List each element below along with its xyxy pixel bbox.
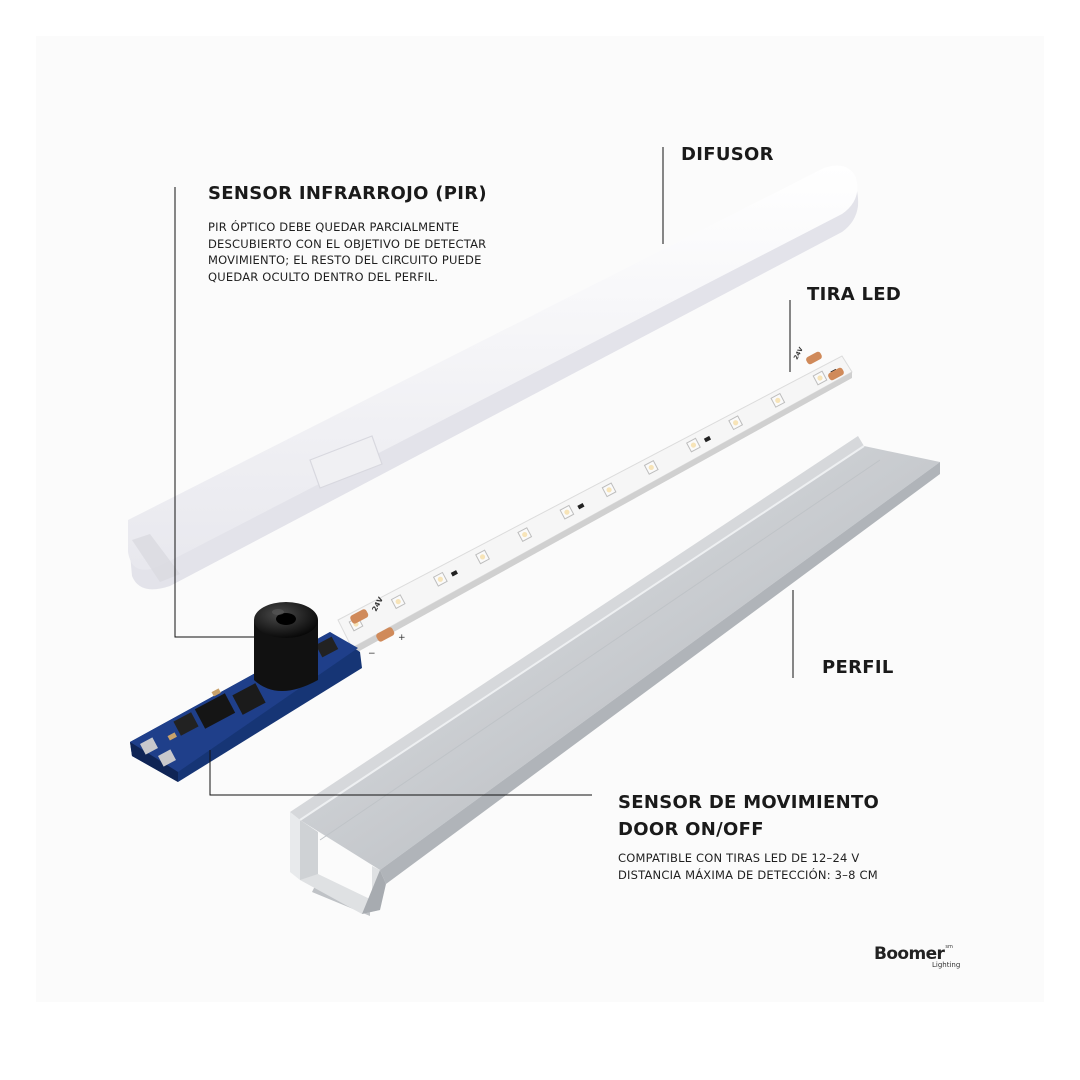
mov-desc-line: COMPATIBLE CON TIRAS LED DE 12–24 V [618,851,860,865]
led-emitter [817,375,823,381]
sensor-mov-title-line: SENSOR DE MOVIMIENTO [618,792,880,813]
brand-name: Boomer [874,944,945,964]
callout-line-pir [174,187,263,638]
diffuser [128,165,859,590]
led-emitter [606,487,612,493]
aluminum-profile [290,436,940,916]
label-perfil: PERFIL [822,657,894,678]
led-emitter [395,599,401,605]
sensor-mov-description: COMPATIBLE CON TIRAS LED DE 12–24 V DIST… [618,850,938,883]
pir-sensor [254,602,318,691]
label-sensor-mov-title: SENSOR DE MOVIMIENTO DOOR ON/OFF [618,789,879,843]
brand-logo: Boomersm Lighting [874,944,960,969]
label-tira-led: TIRA LED [807,284,902,305]
sensor-pir-description: PIR ÓPTICO DEBE QUEDAR PARCIALMENTE DESC… [208,219,528,285]
brand-sub: Lighting [932,961,961,969]
mov-desc-line: DISTANCIA MÁXIMA DE DETECCIÓN: 3–8 CM [618,867,878,882]
led-strip: 24V 24V + − [337,346,853,659]
strip-voltage-mark-2: 24V [793,346,805,361]
led-emitter [479,554,486,560]
led-emitter [522,531,528,538]
callout-lines [174,147,794,796]
led-emitter [775,397,781,403]
strip-minus-mark: − [368,649,376,659]
label-difusor: DIFUSOR [681,144,774,165]
led-emitter [437,576,443,582]
led-emitter [733,420,739,426]
led-emitter [648,464,654,471]
pir-desc-line: DESCUBIERTO CON EL OBJETIVO DE DETECTAR [208,236,487,251]
led-emitter [564,509,570,515]
strip-plus-mark: + [398,633,406,643]
pir-desc-line: QUEDAR OCULTO DENTRO DEL PERFIL. [208,269,439,284]
pir-desc-line: PIR ÓPTICO DEBE QUEDAR PARCIALMENTE [208,220,460,234]
resistor [577,503,585,510]
sensor-window [309,435,383,489]
led-emitter [690,442,697,448]
label-sensor-pir-title: SENSOR INFRARROJO (PIR) [208,183,487,204]
resistor [450,570,458,577]
sensor-mov-title-line: DOOR ON/OFF [618,819,764,840]
resistor [703,435,712,443]
pir-desc-line: MOVIMIENTO; EL RESTO DEL CIRCUITO PUEDE [208,253,482,267]
callout-line-sensor-mov [209,750,592,796]
brand-tm: sm [945,944,953,950]
pcb-sensor [130,602,362,782]
